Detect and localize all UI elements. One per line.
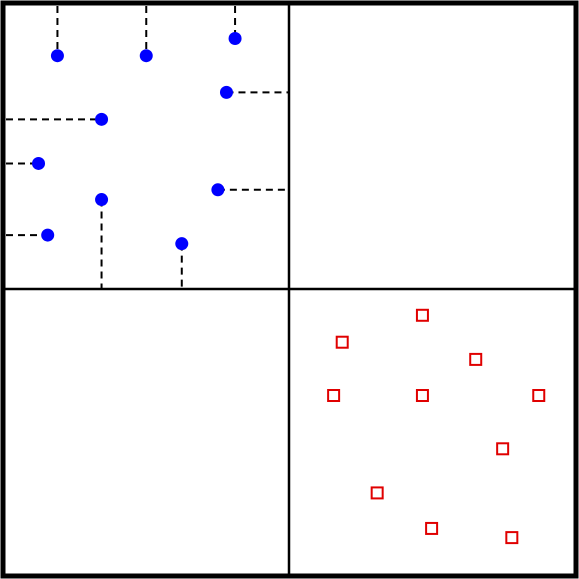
blue-dot-2 <box>228 32 242 46</box>
red-square-5 <box>532 389 546 403</box>
red-square-8 <box>425 521 439 535</box>
blue-dot-3 <box>219 85 233 99</box>
blue-dot-9 <box>175 237 189 251</box>
dash-layer <box>6 6 289 289</box>
blue-dot-5 <box>32 156 46 170</box>
square-layer <box>327 308 546 545</box>
red-square-9 <box>505 531 519 545</box>
red-square-2 <box>469 352 483 366</box>
blue-dot-6 <box>211 183 225 197</box>
blue-dot-1 <box>139 49 153 63</box>
blue-dot-0 <box>50 49 64 63</box>
red-square-1 <box>335 335 349 349</box>
red-square-3 <box>327 389 341 403</box>
red-square-6 <box>496 442 510 456</box>
red-square-7 <box>370 486 384 500</box>
red-square-0 <box>415 308 429 322</box>
blue-dot-7 <box>95 193 109 207</box>
blue-dot-4 <box>95 112 109 126</box>
dot-layer <box>32 32 242 251</box>
blue-dot-8 <box>41 228 55 242</box>
red-square-4 <box>415 389 429 403</box>
